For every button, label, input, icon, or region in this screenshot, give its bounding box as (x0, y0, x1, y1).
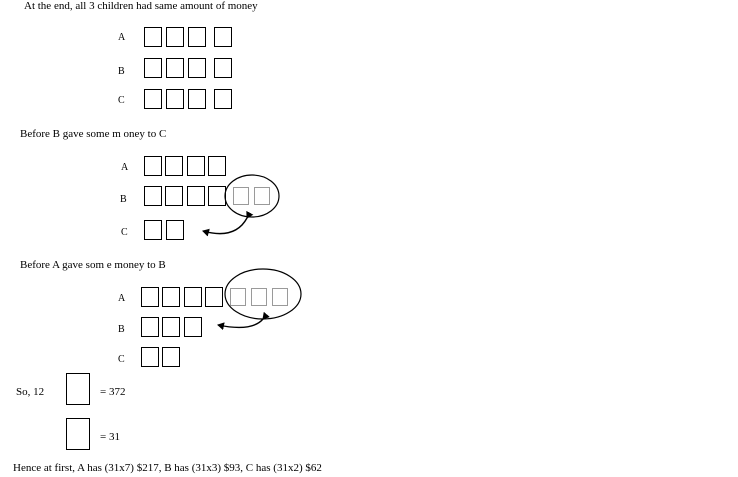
row-label-c: C (118, 95, 125, 106)
unit-box (144, 186, 162, 206)
unit-box (165, 186, 183, 206)
unit-box (187, 156, 205, 176)
unit-box (188, 58, 206, 78)
transfer-circle-b (224, 174, 280, 218)
unit-box (188, 89, 206, 109)
unit-box (187, 186, 205, 206)
unit-box (144, 58, 162, 78)
unit-box (141, 287, 159, 307)
unit-box (144, 156, 162, 176)
unit-box (141, 317, 159, 337)
row-label-c: C (118, 354, 125, 365)
conclusion-text: Hence at first, A has (31x7) $217, B has… (13, 462, 322, 474)
heading-before-a-to-b: Before A gave som e money to B (20, 259, 166, 271)
transferred-unit-box (251, 288, 267, 306)
calc-line1-value: = 372 (100, 386, 126, 398)
unit-box (165, 156, 183, 176)
transferred-unit-box (233, 187, 249, 205)
heading-before-b-to-c: Before B gave some m oney to C (20, 128, 167, 140)
transfer-arrow-a-to-b (217, 311, 270, 331)
unit-box (214, 58, 232, 78)
unit-box (214, 27, 232, 47)
row-label-b: B (118, 324, 125, 335)
unit-box (144, 27, 162, 47)
transferred-unit-box (254, 187, 270, 205)
unit-box (166, 89, 184, 109)
unit-box (166, 58, 184, 78)
transferred-unit-box (230, 288, 246, 306)
transferred-unit-box (272, 288, 288, 306)
heading-end: At the end, all 3 children had same amou… (24, 0, 258, 12)
unit-box (144, 89, 162, 109)
transfer-circle-a (224, 268, 302, 320)
row-label-b: B (118, 66, 125, 77)
unit-box (144, 220, 162, 240)
unit-box (184, 317, 202, 337)
unit-box-large (66, 418, 90, 450)
unit-box (205, 287, 223, 307)
unit-box-large (66, 373, 90, 405)
unit-box (184, 287, 202, 307)
transfer-arrow-b-to-c (202, 210, 254, 237)
unit-box (162, 317, 180, 337)
calc-line2-value: = 31 (100, 431, 120, 443)
unit-box (208, 156, 226, 176)
row-label-c: C (121, 227, 128, 238)
calc-line1-prefix: So, 12 (16, 386, 45, 398)
unit-box (166, 27, 184, 47)
unit-box (214, 89, 232, 109)
row-label-a: A (121, 162, 129, 173)
unit-box (141, 347, 159, 367)
row-label-a: A (118, 32, 126, 43)
unit-box (162, 287, 180, 307)
unit-box (188, 27, 206, 47)
row-label-a: A (118, 293, 126, 304)
row-label-b: B (120, 194, 127, 205)
unit-box (162, 347, 180, 367)
unit-box (166, 220, 184, 240)
